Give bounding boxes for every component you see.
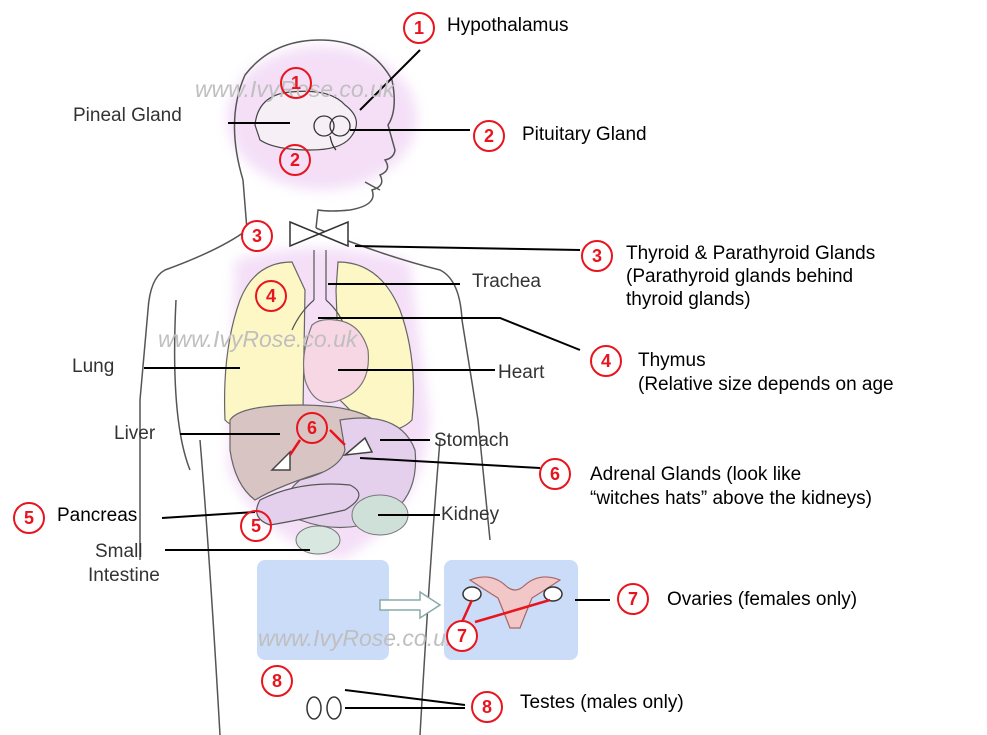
label-hypothalamus: Hypothalamus xyxy=(447,15,568,37)
label-ovaries: Ovaries (females only) xyxy=(667,589,857,611)
label-small-intestine-line2: Intestine xyxy=(88,565,160,587)
marker-3-neck: 3 xyxy=(241,220,273,252)
label-thyroid-line2: (Parathyroid glands behind xyxy=(626,266,853,288)
label-thyroid-line3: thyroid glands) xyxy=(626,289,751,311)
marker-8-body: 8 xyxy=(261,665,293,697)
label-stomach: Stomach xyxy=(434,430,509,452)
label-liver: Liver xyxy=(114,423,155,445)
label-pancreas: Pancreas xyxy=(57,505,137,527)
marker-7-box: 7 xyxy=(446,620,478,652)
label-trachea: Trachea xyxy=(472,271,541,293)
label-pineal-gland: Pineal Gland xyxy=(73,105,182,127)
marker-8-label: 8 xyxy=(471,691,503,723)
marker-1-brain: 1 xyxy=(280,67,312,99)
marker-4-label: 4 xyxy=(590,345,622,377)
label-thyroid-line1: Thyroid & Parathyroid Glands xyxy=(626,243,875,265)
marker-6-label: 6 xyxy=(539,458,571,490)
watermark-bottom: www.IvyRose.co.uk xyxy=(258,625,457,652)
label-heart: Heart xyxy=(498,362,544,384)
label-pituitary-gland: Pituitary Gland xyxy=(522,124,647,146)
label-adrenal-line2: “witches hats” above the kidneys) xyxy=(590,488,872,510)
marker-2-label: 2 xyxy=(473,120,505,152)
label-kidney: Kidney xyxy=(441,504,499,526)
label-adrenal-line1: Adrenal Glands (look like xyxy=(590,464,801,486)
label-testes: Testes (males only) xyxy=(520,692,684,714)
marker-2-brain: 2 xyxy=(279,144,311,176)
marker-3-label: 3 xyxy=(581,240,613,272)
marker-1-label: 1 xyxy=(403,12,435,44)
watermark-middle: www.IvyRose.co.uk xyxy=(158,326,357,353)
marker-5-organ: 5 xyxy=(240,510,272,542)
marker-7-label: 7 xyxy=(617,583,649,615)
label-thymus-line1: Thymus xyxy=(638,350,706,372)
thyroid xyxy=(290,222,348,246)
label-lung: Lung xyxy=(72,356,114,378)
label-small-intestine-line1: Small xyxy=(95,541,143,563)
marker-6-organ: 6 xyxy=(296,412,328,444)
testes-shape xyxy=(307,697,341,719)
label-thymus-line2: (Relative size depends on age xyxy=(638,374,894,396)
marker-4-chest: 4 xyxy=(255,280,287,312)
marker-5-label: 5 xyxy=(13,502,45,534)
